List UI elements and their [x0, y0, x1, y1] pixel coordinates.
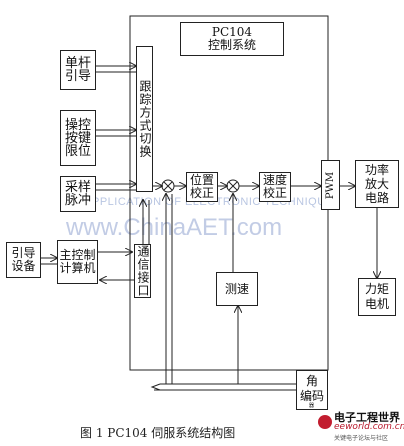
- power-amplifier-block: 功率 放大 电路: [355, 160, 399, 208]
- controller-label: PC104 控制系统: [180, 22, 284, 56]
- watermark-line2: www.ChinaAET.com: [66, 214, 283, 241]
- pwm-block: PWM: [321, 160, 340, 210]
- speed-correction-block: 速度 校正: [259, 172, 291, 202]
- pc104-boundary: [129, 15, 329, 371]
- track-mode-switch-label: 跟踪方式切换: [138, 80, 152, 158]
- comm-interface-block: 通信接口: [134, 244, 151, 298]
- single-lever-guide-block: 单杆 引导: [60, 50, 96, 90]
- logo-tagline: 关键电子论坛与社区: [334, 435, 389, 442]
- pwm-label: PWM: [325, 171, 336, 199]
- angle-encoder-sub: 器: [309, 403, 315, 409]
- track-mode-switch-block: 跟踪方式切换: [136, 46, 153, 192]
- angle-encoder-label: 角 编码: [299, 374, 324, 403]
- sample-pulse-block: 采样 脉冲: [60, 176, 96, 212]
- position-correction-block: 位置 校正: [186, 172, 218, 202]
- eeworld-logo: 电子工程世界 eeworld.com.cn 关键电子论坛与社区: [318, 409, 404, 443]
- logo-main-text: 电子工程世界: [334, 411, 400, 424]
- guide-device-block: 引导 设备: [6, 242, 41, 278]
- logo-url: eeworld.com.cn: [334, 422, 404, 432]
- angle-encoder-block: 角 编码 器: [296, 370, 328, 410]
- eeworld-logo-mark-icon: [318, 415, 332, 429]
- main-computer-block: 主控制 计算机: [57, 240, 98, 284]
- figure-caption: 图 1 PC104 伺服系统结构图: [80, 426, 236, 440]
- speed-measure-block: 测速: [216, 272, 258, 306]
- torque-motor-block: 力矩 电机: [358, 278, 396, 316]
- control-key-limit-block: 操控 按键 限位: [60, 110, 96, 166]
- comm-interface-label: 通信接口: [136, 245, 150, 297]
